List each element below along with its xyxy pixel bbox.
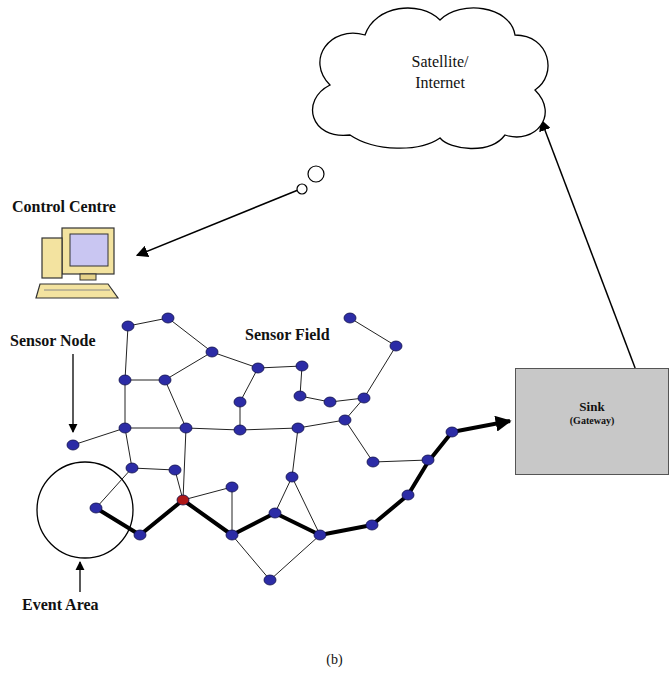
computer-node: Control Centre [8, 196, 158, 304]
tower [42, 238, 62, 278]
sensor-link [232, 535, 270, 580]
sensor-node [296, 361, 308, 371]
screen [70, 234, 108, 266]
sensor-node [134, 530, 146, 540]
sensor-node [126, 463, 138, 473]
sensor-node [67, 440, 79, 450]
sensor-node [339, 415, 351, 425]
sensor-node [122, 321, 134, 331]
leader-arrow [79, 562, 80, 592]
sensor-link [96, 468, 132, 508]
sensor-link [345, 420, 373, 462]
sensor-node [358, 393, 370, 403]
cloud-bubble [308, 166, 324, 182]
node-text: Control Centre [12, 198, 116, 216]
sensor-link [125, 428, 132, 468]
sensor-node [324, 397, 336, 407]
sensor-node [159, 375, 171, 385]
sensor-link [125, 428, 186, 429]
sensor-link [240, 368, 258, 402]
sensor-node [234, 397, 246, 407]
sensor-node [162, 313, 174, 323]
sensor-node [226, 530, 238, 540]
field-label: Sensor Field [245, 326, 330, 344]
sensor-link [165, 352, 212, 380]
sensor-node [252, 363, 264, 373]
sensor-link [258, 366, 302, 368]
connector-arrow [541, 120, 635, 368]
field-label: Event Area [22, 596, 99, 614]
sensor-node [292, 423, 304, 433]
figure-caption: (b) [0, 652, 669, 668]
sensor-node [367, 457, 379, 467]
sensor-node [366, 520, 378, 530]
sensor-node [234, 425, 246, 435]
sensor-node [269, 508, 281, 518]
sensor-link [73, 428, 125, 445]
sensor-link [298, 420, 345, 428]
sensor-node [446, 427, 458, 437]
sensor-link [270, 535, 320, 580]
sensor-links [73, 318, 428, 580]
keyboard [36, 284, 118, 298]
event-area-circle [37, 462, 133, 558]
sensor-node [180, 423, 192, 433]
sensor-node [119, 375, 131, 385]
sensor-link [183, 428, 186, 500]
sensor-link [165, 380, 186, 428]
sensor-link [240, 428, 298, 430]
cloud-node: Satellite/ Internet [290, 0, 560, 200]
sensor-node [169, 465, 181, 475]
sensor-link [125, 380, 126, 428]
sensor-link [168, 318, 212, 352]
sensor-node [264, 575, 276, 585]
sensor-link [364, 346, 396, 398]
sensor-link [132, 468, 175, 470]
sensor-link [212, 352, 258, 368]
node-text: (Gateway) [570, 415, 614, 426]
sensor-link [350, 318, 396, 346]
sensor-link [373, 460, 428, 462]
sensor-link [186, 428, 240, 430]
sensor-node [119, 423, 131, 433]
sensor-node [206, 347, 218, 357]
sensor-node [294, 391, 306, 401]
data-path [96, 421, 510, 535]
computer-icon [34, 224, 124, 304]
sensor-node [90, 503, 102, 513]
sensor-link [292, 428, 298, 477]
sensor-link [125, 326, 128, 380]
cloud-bubble [297, 184, 307, 194]
sensor-nodes [67, 313, 458, 585]
node-text: Sink [579, 399, 604, 415]
leader-arrow [72, 354, 73, 432]
sensor-node [390, 341, 402, 351]
connector-arrow [137, 190, 298, 255]
sensor-node [286, 472, 298, 482]
sensor-link [232, 487, 233, 535]
monitor [62, 228, 114, 274]
sensor-link [183, 487, 232, 500]
keyboard-keys [44, 290, 110, 291]
sensor-node [177, 495, 189, 505]
sensor-node [402, 490, 414, 500]
field-label: Sensor Node [10, 332, 96, 350]
cloud-shape [290, 0, 560, 200]
gateway-box: Sink(Gateway) [515, 368, 669, 475]
sensor-node [344, 313, 356, 323]
sensor-node [226, 482, 238, 492]
sensor-node [314, 530, 326, 540]
stand [80, 274, 96, 280]
cloud-outline [313, 8, 548, 149]
node-text: Satellite/ Internet [390, 52, 490, 94]
sensor-link [275, 477, 292, 513]
sensor-node [422, 455, 434, 465]
